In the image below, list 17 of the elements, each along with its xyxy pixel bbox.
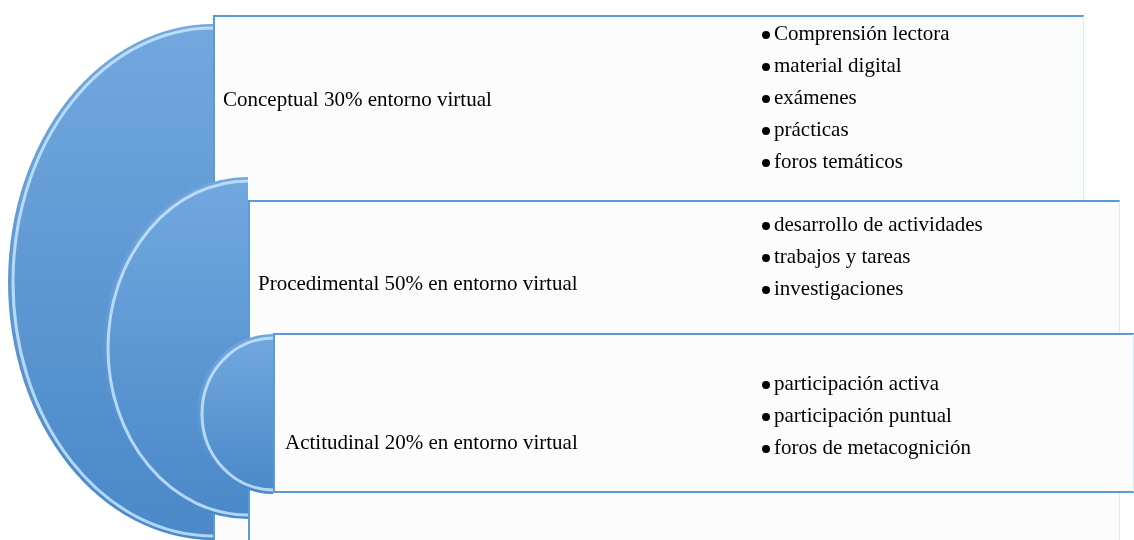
bullet-item: participación activa: [762, 367, 939, 399]
bullet-item: trabajos y tareas: [762, 240, 911, 272]
category-label: Conceptual 30% entorno virtual: [223, 86, 492, 113]
bullet-item: material digital: [762, 49, 902, 81]
bullet-item: prácticas: [762, 113, 849, 145]
category-label: Procedimental 50% en entorno virtual: [258, 270, 578, 297]
bullet-item: exámenes: [762, 81, 857, 113]
bullet-item: investigaciones: [762, 272, 904, 304]
bullet-item: foros temáticos: [762, 145, 903, 177]
content-panel: [213, 15, 1084, 200]
content-panel: [273, 333, 1134, 493]
content-panel: [248, 200, 1120, 333]
category-label: Actitudinal 20% en entorno virtual: [285, 429, 578, 456]
bullet-item: participación puntual: [762, 399, 952, 431]
bullet-item: Comprensión lectora: [762, 17, 950, 49]
bullet-item: desarrollo de actividades: [762, 208, 983, 240]
bullet-item: foros de metacognición: [762, 431, 972, 463]
